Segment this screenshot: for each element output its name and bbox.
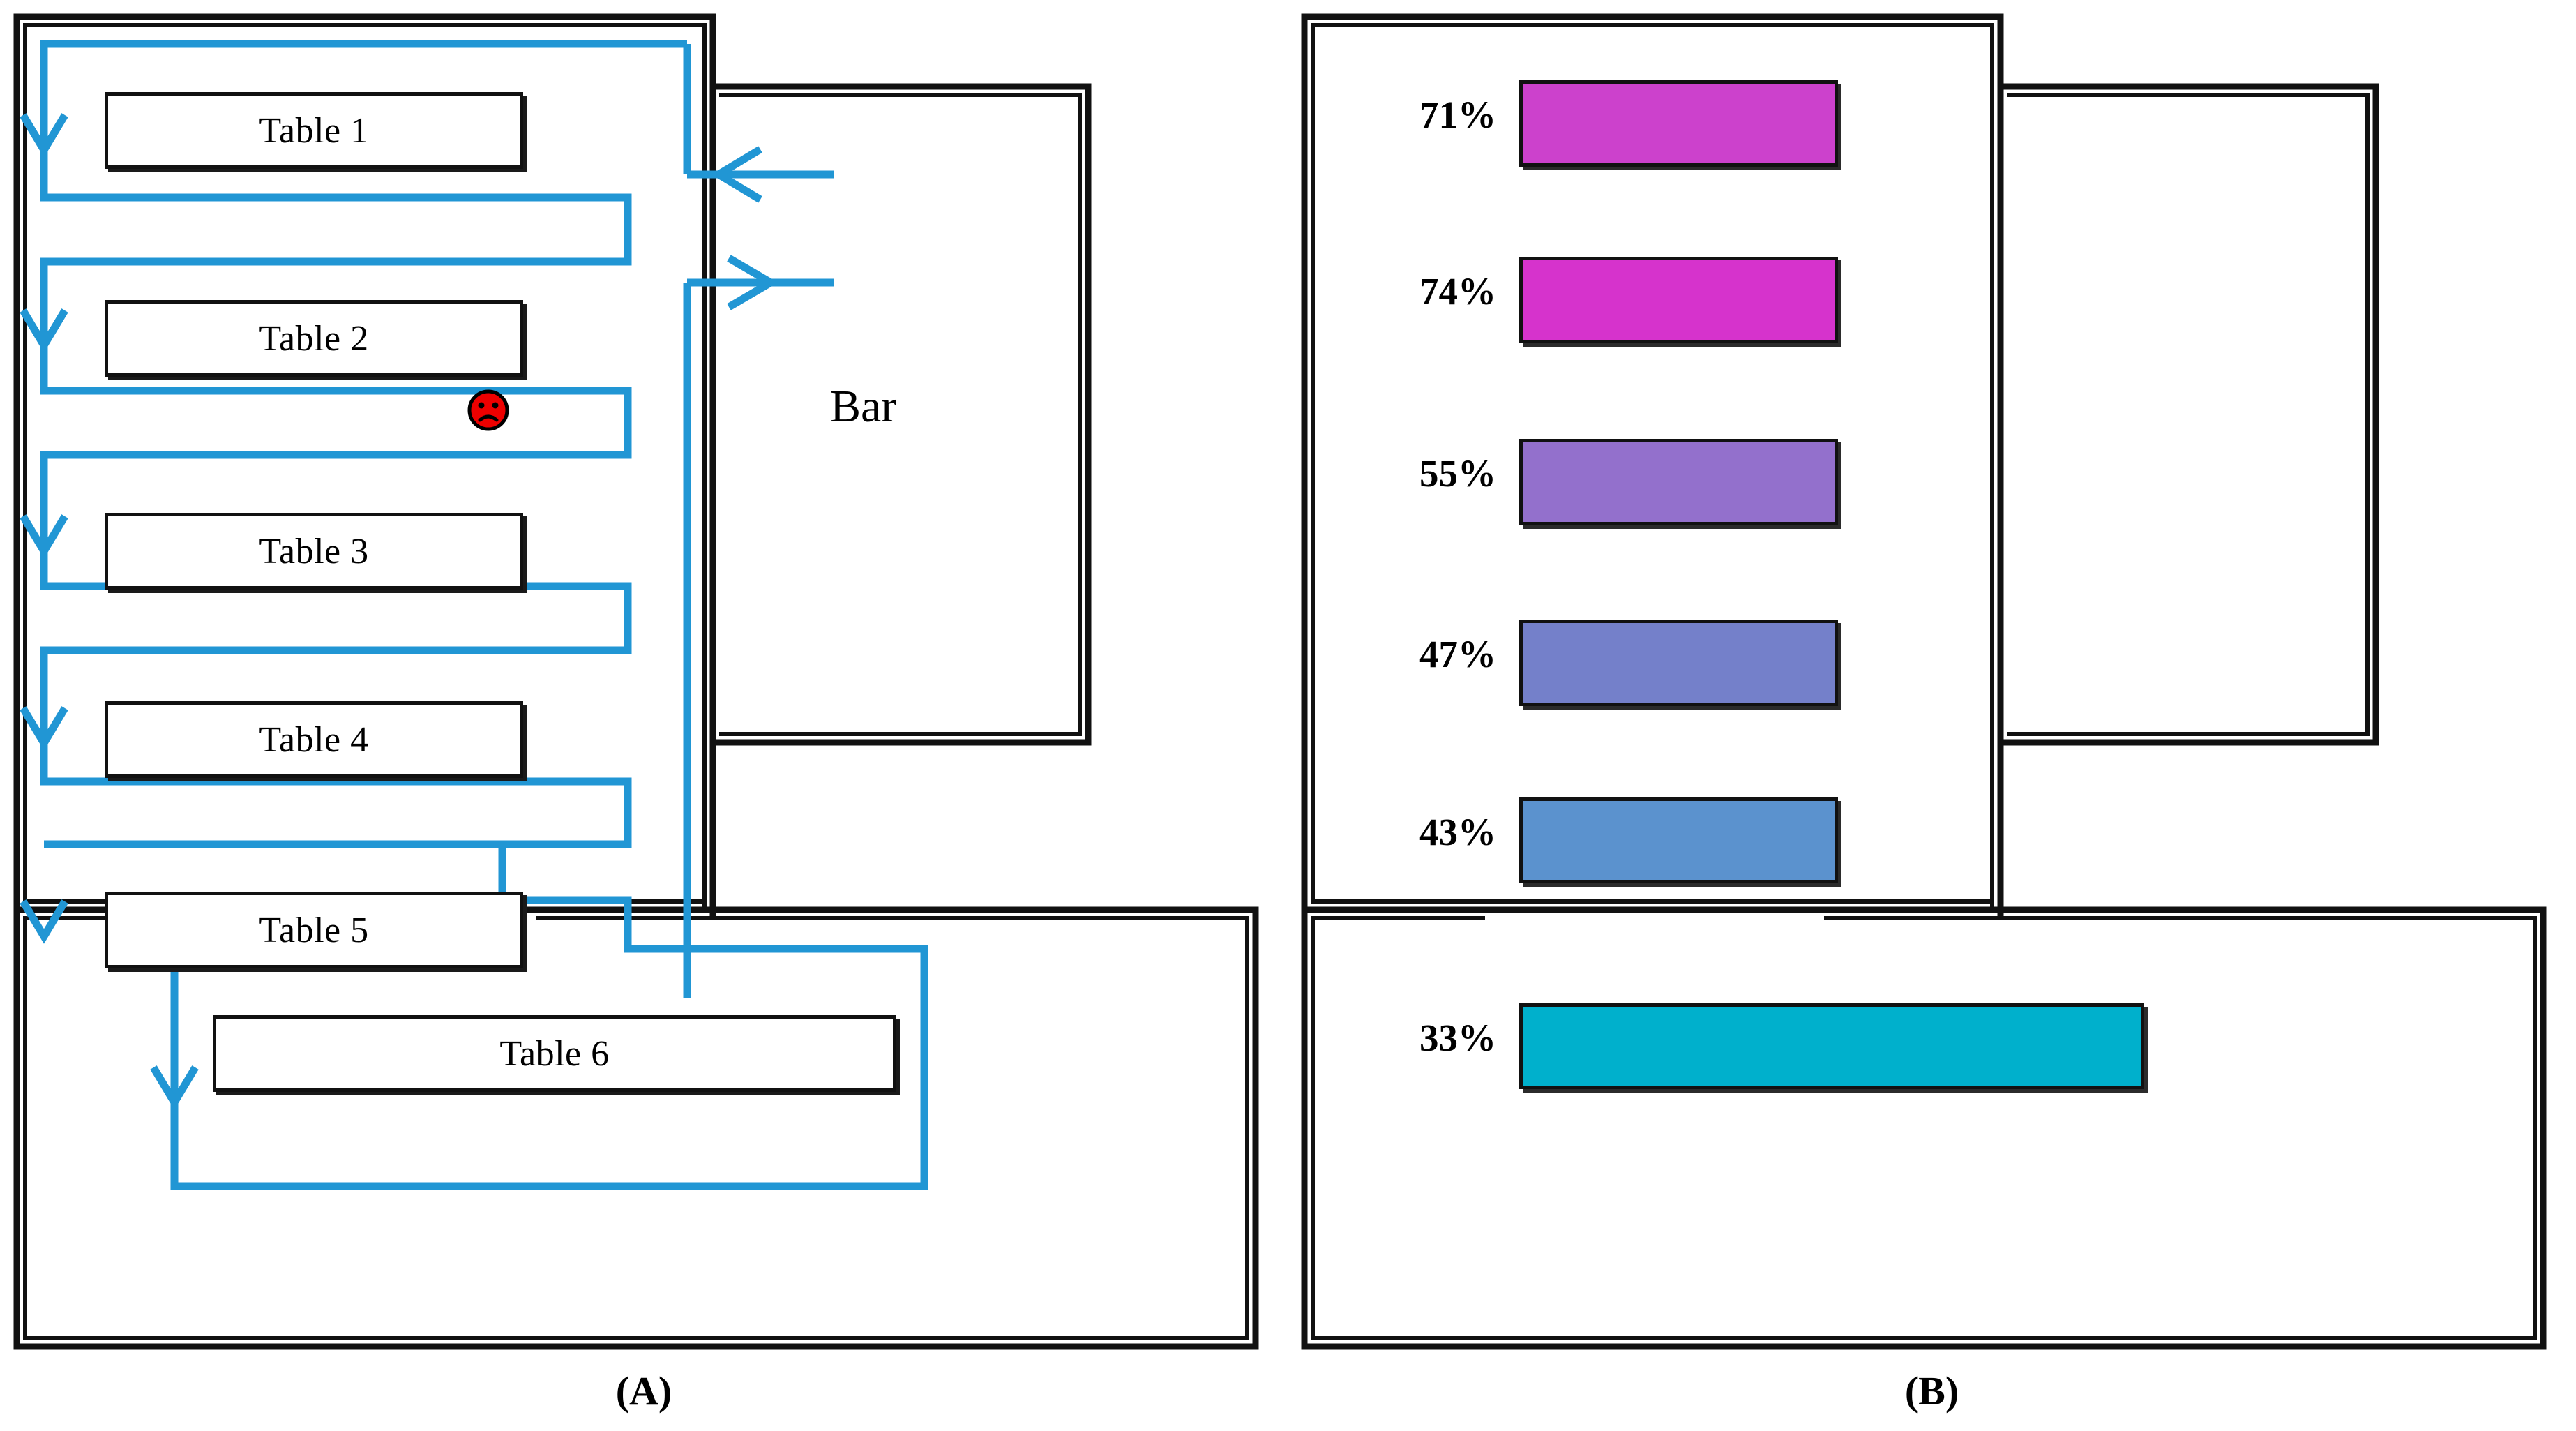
dividing-wall-b bbox=[1990, 13, 2004, 917]
arrowhead-down-5 bbox=[20, 899, 68, 944]
bar-2-label: 74% bbox=[1419, 270, 1496, 313]
panel-b-floorplan bbox=[1301, 13, 2547, 1350]
walls-group bbox=[13, 13, 1259, 1350]
table-4-label: Table 4 bbox=[259, 719, 369, 760]
service-route-path bbox=[40, 40, 928, 1190]
panel-b-caption: (B) bbox=[1904, 1368, 1959, 1414]
route-direction-arrowheads bbox=[20, 113, 199, 1110]
arrowhead-down-3 bbox=[20, 514, 68, 559]
route-segment-main bbox=[40, 40, 687, 848]
bar-5-label: 43% bbox=[1419, 810, 1496, 853]
bar-room-walls bbox=[709, 83, 1092, 746]
table-5[interactable]: Table 5 bbox=[105, 892, 523, 968]
arrowhead-down-4 bbox=[20, 706, 68, 751]
walls-group-b bbox=[1301, 13, 2547, 1350]
table-3[interactable]: Table 3 bbox=[105, 513, 523, 590]
lower-room-walls-b bbox=[1301, 906, 2547, 1350]
route-segment-lower bbox=[170, 844, 928, 1190]
dividing-wall bbox=[702, 13, 716, 917]
panel-a-caption: (A) bbox=[615, 1368, 672, 1414]
table-3-label: Table 3 bbox=[259, 531, 369, 571]
bar-6-label: 33% bbox=[1419, 1016, 1496, 1059]
bar-arrowheads bbox=[711, 146, 778, 310]
arrowhead-out-of-bar bbox=[727, 255, 778, 310]
panel-a-floorplan bbox=[13, 13, 1259, 1350]
table-1[interactable]: Table 1 bbox=[105, 92, 523, 169]
arrowhead-down-6 bbox=[150, 1065, 199, 1110]
bar-5 bbox=[1519, 797, 1838, 884]
bar-2 bbox=[1519, 257, 1838, 343]
bar-1-label: 71% bbox=[1419, 93, 1496, 137]
bar-4 bbox=[1519, 620, 1838, 706]
bar-3 bbox=[1519, 439, 1838, 525]
arrowhead-down-1 bbox=[20, 113, 68, 158]
sad-face-icon bbox=[467, 389, 509, 431]
table-1-label: Table 1 bbox=[259, 110, 369, 151]
arrowhead-down-2 bbox=[20, 308, 68, 353]
panel-a: Table 1 Table 2 Table 3 Table 4 Table 5 … bbox=[13, 13, 1259, 1414]
table-5-label: Table 5 bbox=[259, 910, 369, 950]
bar-1 bbox=[1519, 80, 1838, 167]
lower-room-walls bbox=[13, 906, 1259, 1350]
table-2[interactable]: Table 2 bbox=[105, 300, 523, 377]
arrowhead-into-bar bbox=[711, 146, 762, 203]
table-4[interactable]: Table 4 bbox=[105, 701, 523, 778]
table-6-label: Table 6 bbox=[499, 1033, 610, 1074]
panel-b: 71% 74% 55% 47% 43% 33% (B) bbox=[1288, 0, 2576, 1431]
bar-6 bbox=[1519, 1003, 2145, 1090]
bar-room-label: Bar bbox=[830, 381, 897, 432]
bar-4-label: 47% bbox=[1419, 633, 1496, 676]
bar-3-label: 55% bbox=[1419, 452, 1496, 495]
table-2-label: Table 2 bbox=[259, 318, 369, 359]
table-6[interactable]: Table 6 bbox=[213, 1015, 896, 1092]
bar-room-walls-b bbox=[1997, 83, 2379, 746]
